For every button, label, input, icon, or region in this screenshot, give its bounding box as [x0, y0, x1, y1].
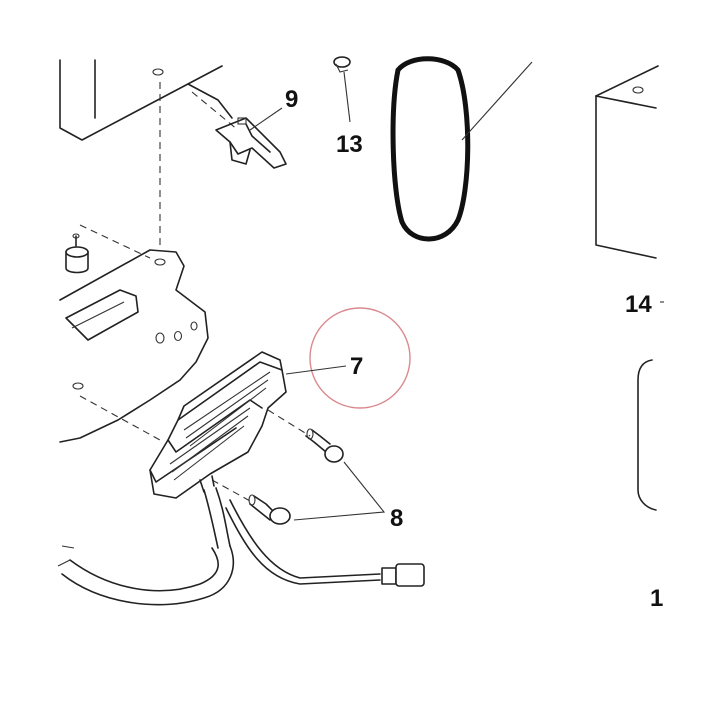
alignment-line-screw-upper [267, 409, 311, 437]
leader-7 [285, 365, 347, 375]
belt-leader [461, 61, 533, 141]
callout-9: 9 [285, 86, 298, 113]
alignment-line-regulator [79, 395, 161, 441]
callout-8: 8 [390, 505, 403, 532]
regulator-part-7 [149, 351, 287, 499]
callout-14: 14 [625, 291, 652, 318]
box-part-14 [595, 65, 659, 259]
leader-13 [343, 71, 351, 123]
screw-part-13 [333, 56, 351, 73]
leader-8 [293, 461, 386, 521]
screw-part-8-upper [305, 428, 344, 463]
wiring-harness [57, 487, 425, 606]
spacer-post [65, 233, 89, 274]
callout-7: 7 [350, 353, 363, 380]
alignment-line-diagonal [79, 224, 151, 259]
clip-part-9 [215, 117, 287, 169]
mounting-bracket [59, 249, 209, 443]
belt [390, 56, 471, 242]
leader-9 [249, 107, 283, 131]
callout-1: 1 [650, 585, 663, 612]
alignment-line-screw-lower [211, 479, 253, 503]
callout-13: 13 [336, 131, 363, 158]
panel-part [637, 359, 657, 511]
screw-part-8-lower [248, 494, 291, 525]
upper-bracket-plate [59, 59, 233, 141]
highlight-circle [309, 307, 411, 409]
